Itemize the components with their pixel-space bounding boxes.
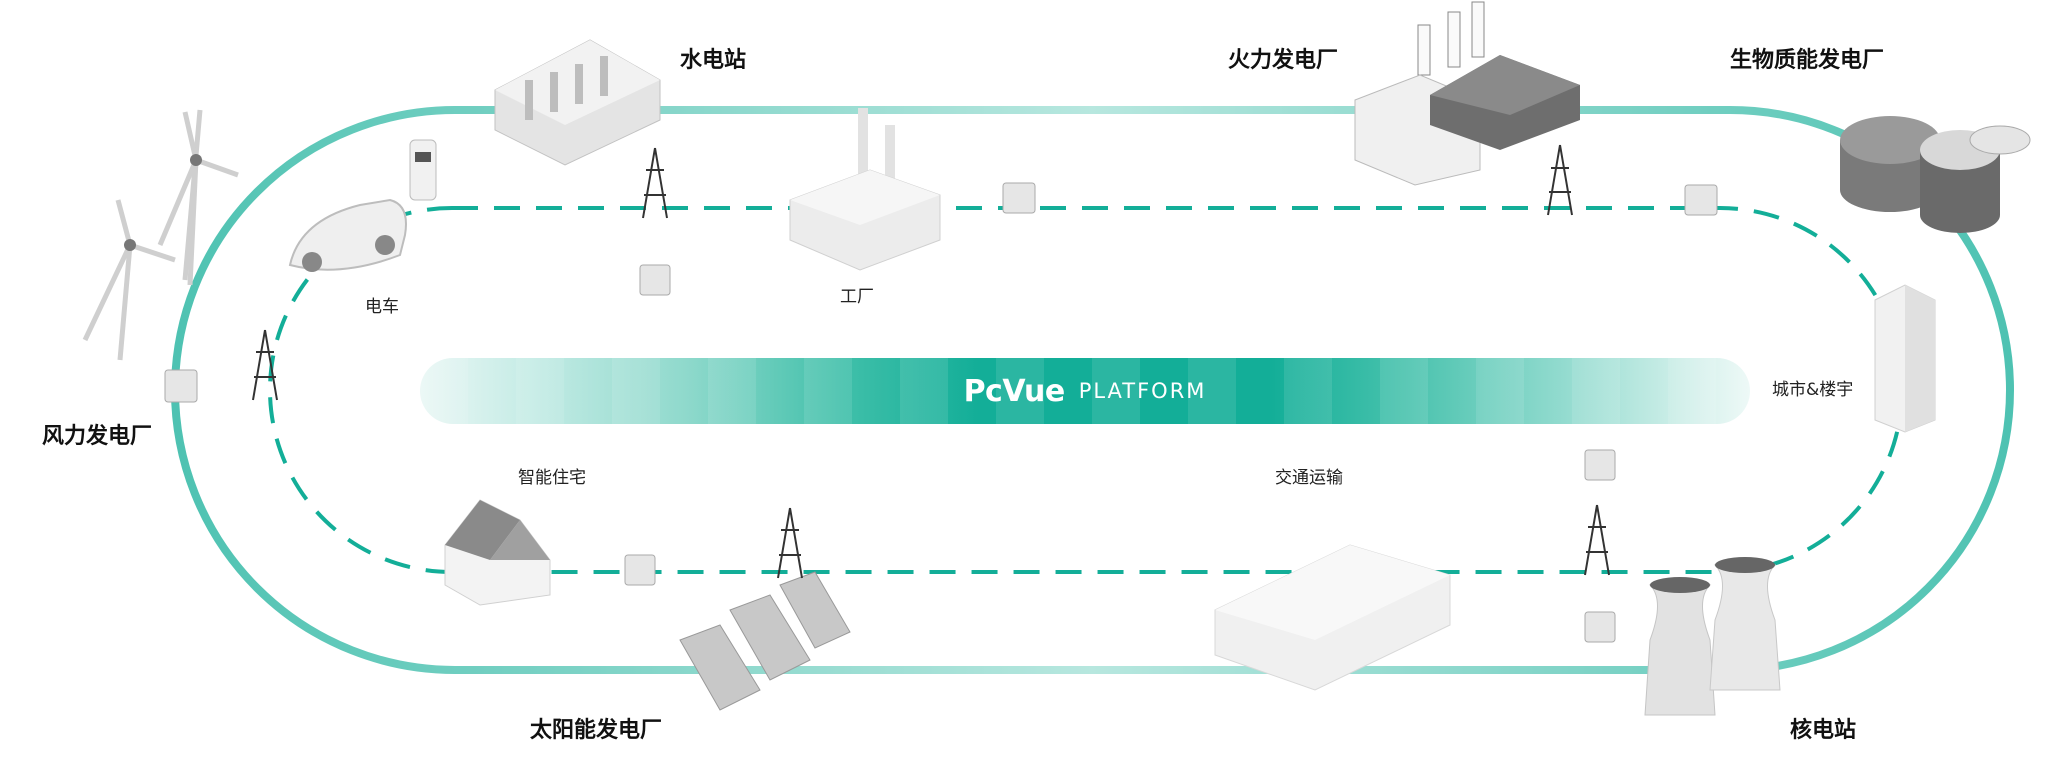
label-solar: 太阳能发电厂 (530, 718, 663, 743)
platform-logo: PcVue PLATFORM (964, 374, 1207, 409)
label-smart-home: 智能住宅 (518, 468, 586, 488)
label-nuclear: 核电站 (1790, 718, 1857, 743)
factory-icon (789, 108, 941, 271)
label-hydro: 水电站 (680, 48, 747, 73)
wind-turbine-icon (82, 109, 239, 361)
city-building-icon (1874, 284, 1936, 433)
label-factory: 工厂 (840, 287, 874, 307)
label-ev: 电车 (365, 297, 399, 317)
transmission-tower-icon (252, 144, 1610, 579)
label-biomass: 生物质能发电厂 (1730, 48, 1885, 73)
thermal-plant-icon (1354, 1, 1580, 186)
hydro-station-icon (494, 39, 661, 166)
ev-charging-icon (288, 139, 437, 272)
inner-dashed-loop (268, 206, 1904, 574)
platform-bar-stripes (420, 358, 1750, 424)
label-city: 城市&楼宇 (1772, 380, 1854, 400)
solar-panel-icon (679, 571, 851, 711)
platform-bar: PcVue PLATFORM (420, 358, 1750, 424)
label-transport: 交通运输 (1275, 468, 1343, 488)
substation-icon (164, 182, 1718, 643)
platform-brand: PcVue (963, 373, 1066, 409)
transport-depot-icon (1214, 544, 1451, 691)
biomass-plant-icon (1840, 116, 2031, 233)
label-wind: 风力发电厂 (42, 424, 153, 449)
smart-home-icon (444, 499, 551, 606)
label-thermal: 火力发电厂 (1228, 48, 1339, 73)
nuclear-plant-icon (1644, 557, 1781, 716)
platform-word: PLATFORM (1078, 379, 1207, 403)
